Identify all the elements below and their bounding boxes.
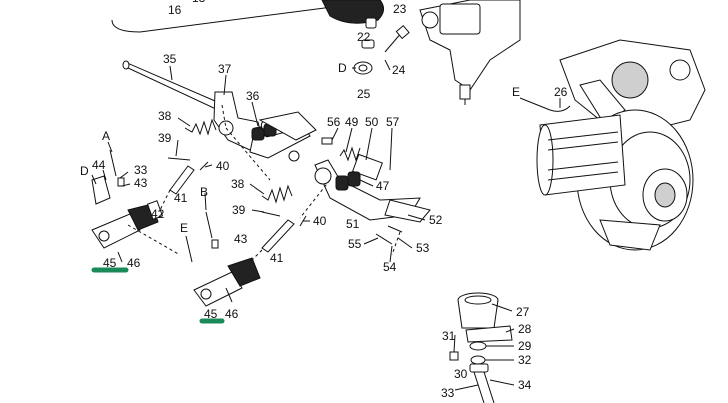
label-23: 23 <box>393 2 407 16</box>
label-45-left: 45 <box>103 256 117 270</box>
label-28: 28 <box>518 322 532 336</box>
master-cylinder-left <box>91 149 164 263</box>
label-E-right: E <box>512 85 520 99</box>
label-36: 36 <box>246 89 260 103</box>
label-leaders <box>91 59 561 391</box>
transmission-assembly <box>536 39 706 251</box>
label-E-mid: E <box>180 221 188 235</box>
label-34: 34 <box>518 378 532 392</box>
label-25: 25 <box>357 87 371 101</box>
label-16: 16 <box>168 3 182 17</box>
label-39-top: 39 <box>158 131 172 145</box>
label-44: 44 <box>92 158 106 172</box>
label-42: 42 <box>151 207 165 221</box>
label-33-left: 33 <box>134 163 148 177</box>
label-31: 31 <box>442 329 456 343</box>
pin-39-mid <box>261 211 281 217</box>
bolt-55 <box>375 233 393 245</box>
rod-41-mid <box>261 219 295 253</box>
label-45-right: 45 <box>204 307 218 321</box>
label-41-mid: 41 <box>270 251 284 265</box>
label-40-top: 40 <box>216 159 230 173</box>
label-35: 35 <box>163 52 177 66</box>
part-group-22-25 <box>353 17 410 75</box>
label-24: 24 <box>392 63 406 77</box>
label-D-top: D <box>338 61 347 75</box>
label-29: 29 <box>518 339 532 353</box>
label-B: B <box>200 185 208 199</box>
label-40-mid: 40 <box>313 214 327 228</box>
pin-39 <box>167 157 191 161</box>
pedal-lever-51 <box>314 153 431 223</box>
label-30: 30 <box>454 367 468 381</box>
label-57: 57 <box>386 115 400 129</box>
label-52: 52 <box>429 213 443 227</box>
label-38-mid: 38 <box>231 177 245 191</box>
part-26-rod <box>519 97 571 112</box>
label-13: 13 <box>192 0 206 5</box>
label-49: 49 <box>345 115 359 129</box>
label-32: 32 <box>518 353 532 367</box>
label-46-right: 46 <box>225 307 239 321</box>
callout-labels: 16 13 23 22 D 24 25 35 37 36 38 39 40 41… <box>80 0 568 400</box>
pedal-plate <box>258 111 317 141</box>
label-53: 53 <box>416 241 430 255</box>
shaft-35 <box>122 60 223 111</box>
spring-38-top <box>184 118 217 136</box>
rod-41 <box>169 165 195 195</box>
label-A: A <box>102 129 110 143</box>
label-39-mid: 39 <box>232 203 246 217</box>
label-55: 55 <box>348 237 362 251</box>
roller-47-a <box>335 175 349 191</box>
label-27: 27 <box>516 305 530 319</box>
label-41-top: 41 <box>174 191 188 205</box>
master-cylinder-right <box>185 211 261 307</box>
label-26: 26 <box>554 85 568 99</box>
label-43-left: 43 <box>134 176 148 190</box>
bolt-53 <box>387 225 403 233</box>
spring-38-mid <box>261 184 293 204</box>
label-D-left: D <box>80 164 89 178</box>
panel-outline <box>111 5 341 33</box>
spring-49 <box>339 146 361 162</box>
label-51: 51 <box>346 217 360 231</box>
pin-40 <box>199 161 209 171</box>
label-37: 37 <box>218 62 232 76</box>
part-56 <box>321 137 333 145</box>
label-33-bottom: 33 <box>441 386 455 400</box>
valve-assembly <box>419 0 521 105</box>
label-22: 22 <box>357 30 371 44</box>
reservoir-assembly <box>449 292 513 403</box>
label-56: 56 <box>327 115 341 129</box>
dashed-leaders <box>127 104 401 263</box>
label-43-mid: 43 <box>234 232 248 246</box>
label-46-left: 46 <box>127 256 141 270</box>
label-47-right: 47 <box>376 179 390 193</box>
label-50: 50 <box>365 115 379 129</box>
roller-47-b <box>347 171 361 187</box>
label-38-top: 38 <box>158 109 172 123</box>
label-54: 54 <box>383 260 397 274</box>
pump-body <box>321 0 384 24</box>
washer <box>288 150 300 162</box>
